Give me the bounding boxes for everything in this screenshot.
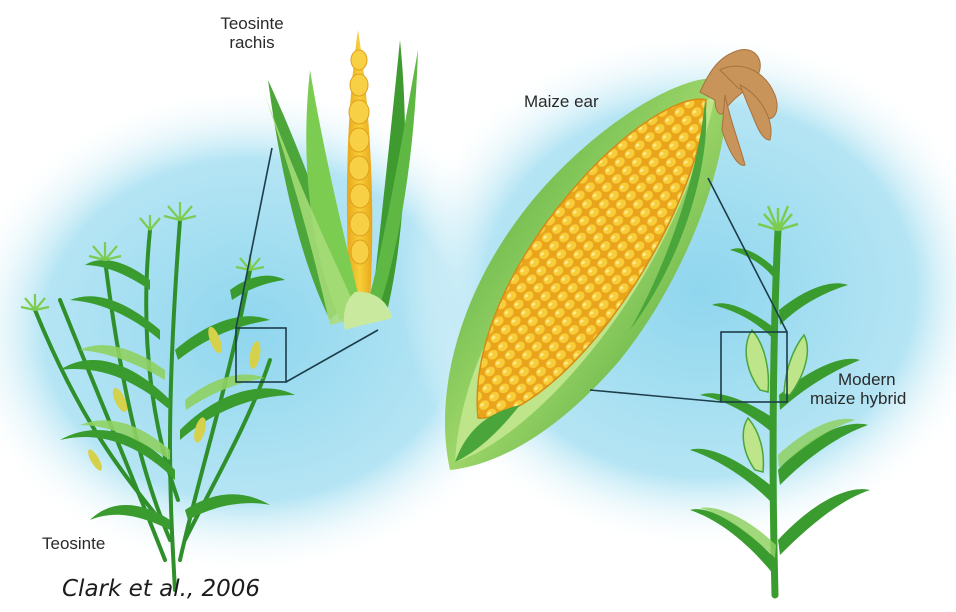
label-teosinte-rachis-line2: rachis	[204, 33, 300, 52]
label-maize-ear: Maize ear	[524, 92, 599, 111]
citation-text: Clark et al., 2006	[62, 576, 260, 602]
label-teosinte-rachis-line1: Teosinte	[204, 14, 300, 33]
label-modern-hybrid-line1: Modern	[838, 370, 906, 389]
label-teosinte: Teosinte	[42, 534, 105, 553]
label-modern-maize-hybrid: Modern maize hybrid	[838, 370, 906, 408]
label-teosinte-rachis: Teosinte rachis	[204, 14, 300, 52]
label-modern-hybrid-line2: maize hybrid	[810, 389, 906, 408]
